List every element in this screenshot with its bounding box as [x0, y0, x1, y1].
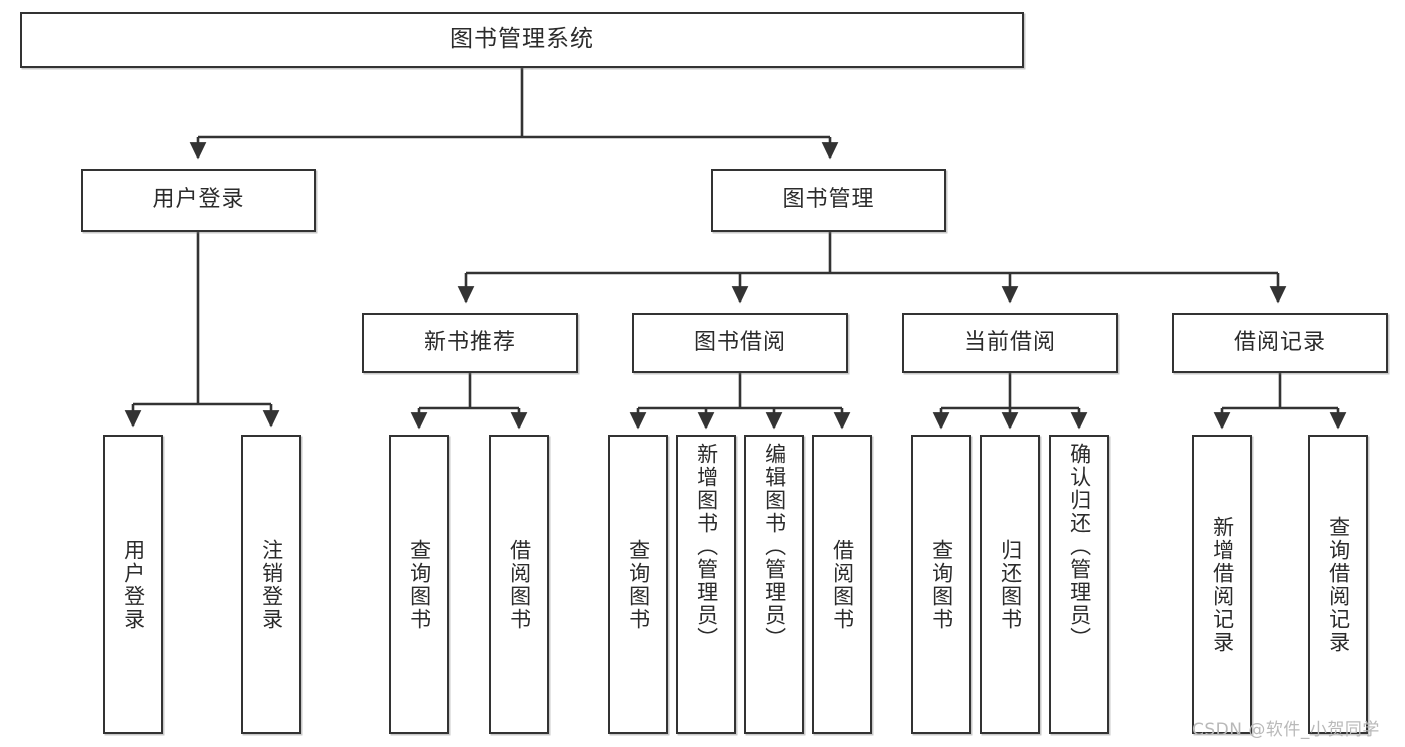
node-label: 归还图书 [998, 538, 1023, 631]
node-label: 图书管理 [782, 187, 875, 213]
node-leaf-edit-book[interactable]: 编辑图书（管理员） [744, 435, 804, 734]
node-label: 新增借阅记录 [1210, 515, 1235, 654]
node-user-login[interactable]: 用户登录 [81, 169, 316, 232]
node-label: 查询图书 [407, 538, 432, 631]
node-label: 查询图书 [626, 538, 651, 631]
csdn-watermark: CSDN @软件_小贺同学 [1192, 720, 1380, 740]
node-label: 查询借阅记录 [1326, 515, 1351, 654]
node-label: 新增图书（管理员） [694, 443, 719, 650]
node-leaf-query-book-3[interactable]: 查询图书 [911, 435, 971, 734]
node-label: 借阅图书 [507, 538, 532, 631]
node-label: 查询图书 [929, 538, 954, 631]
node-label: 用户登录 [121, 538, 146, 631]
node-leaf-confirm-return[interactable]: 确认归还（管理员） [1049, 435, 1109, 734]
node-label: 借阅记录 [1233, 329, 1326, 355]
node-label: 新书推荐 [423, 329, 516, 355]
node-label: 图书管理系统 [450, 26, 594, 53]
node-leaf-query-record[interactable]: 查询借阅记录 [1308, 435, 1368, 734]
node-label: 借阅图书 [830, 538, 855, 631]
node-leaf-borrow-book-2[interactable]: 借阅图书 [812, 435, 872, 734]
node-label: 编辑图书（管理员） [762, 443, 787, 650]
node-label: 图书借阅 [693, 329, 786, 355]
node-leaf-add-book[interactable]: 新增图书（管理员） [676, 435, 736, 734]
node-label: 当前借阅 [963, 329, 1056, 355]
node-leaf-query-book-1[interactable]: 查询图书 [389, 435, 449, 734]
node-leaf-user-logout[interactable]: 注销登录 [241, 435, 301, 734]
node-book-manage[interactable]: 图书管理 [711, 169, 946, 232]
node-leaf-borrow-book-1[interactable]: 借阅图书 [489, 435, 549, 734]
node-leaf-add-record[interactable]: 新增借阅记录 [1192, 435, 1252, 734]
node-root-book-management-system[interactable]: 图书管理系统 [20, 12, 1024, 68]
node-book-borrow[interactable]: 图书借阅 [632, 313, 848, 373]
node-leaf-return-book[interactable]: 归还图书 [980, 435, 1040, 734]
node-label: 用户登录 [152, 187, 245, 213]
node-new-book-recommend[interactable]: 新书推荐 [362, 313, 578, 373]
node-label: 确认归还（管理员） [1067, 443, 1092, 650]
node-current-borrow[interactable]: 当前借阅 [902, 313, 1118, 373]
node-borrow-record[interactable]: 借阅记录 [1172, 313, 1388, 373]
node-leaf-user-login[interactable]: 用户登录 [103, 435, 163, 734]
node-leaf-query-book-2[interactable]: 查询图书 [608, 435, 668, 734]
node-label: 注销登录 [259, 538, 284, 631]
